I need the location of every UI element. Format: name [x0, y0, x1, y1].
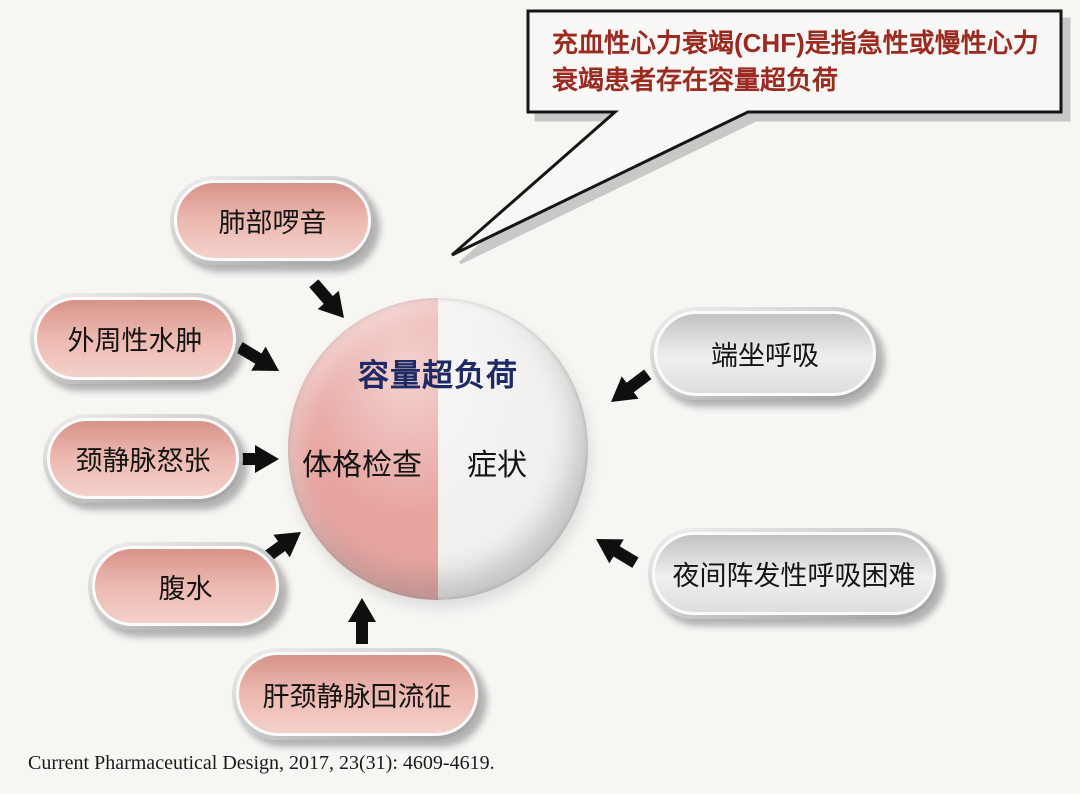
arrow-orthopnea-icon	[611, 369, 652, 402]
pill-lung-rales: 肺部啰音	[170, 176, 375, 265]
pill-orthopnea: 端坐呼吸	[650, 307, 880, 400]
journal-citation: Current Pharmaceutical Design, 2017, 23(…	[28, 752, 495, 774]
pill-jugular-distension: 颈静脉怒张	[43, 414, 243, 503]
pill-label: 肺部啰音	[218, 208, 327, 238]
sphere-left-label: 体格检查	[302, 449, 422, 482]
sphere-right-label: 症状	[467, 449, 527, 482]
arrow-pnd-icon	[596, 539, 639, 568]
pill-label: 颈静脉怒张	[75, 446, 211, 476]
pill-label: 端坐呼吸	[711, 341, 819, 371]
arrow-jugular-distension-icon	[233, 445, 279, 473]
callout-text: 充血性心力衰竭(CHF)是指急性或慢性心力衰竭患者存在容量超负荷	[552, 28, 1039, 95]
pill-peripheral-edema: 外周性水肿	[30, 293, 240, 384]
arrow-hepatojugular-reflux-icon	[348, 598, 376, 644]
pill-label: 肝颈静脉回流征	[262, 681, 452, 712]
arrow-lung-rales-icon	[309, 279, 344, 318]
callout-bubble-shape	[451, 9, 1063, 257]
pill-label: 腹水	[158, 573, 213, 604]
volume-overload-sphere: 容量超负荷 体格检查 症状	[288, 298, 588, 600]
pill-hepatojugular-reflux: 肝颈静脉回流征	[232, 648, 482, 740]
pill-ascites: 腹水	[88, 542, 283, 630]
pill-paroxysmal-nocturnal-dyspnea: 夜间阵发性呼吸困难	[648, 528, 940, 619]
pill-label: 外周性水肿	[67, 326, 203, 356]
arrow-peripheral-edema-icon	[236, 342, 279, 371]
sphere-title: 容量超负荷	[358, 358, 518, 393]
pill-label: 夜间阵发性呼吸困难	[672, 561, 916, 591]
